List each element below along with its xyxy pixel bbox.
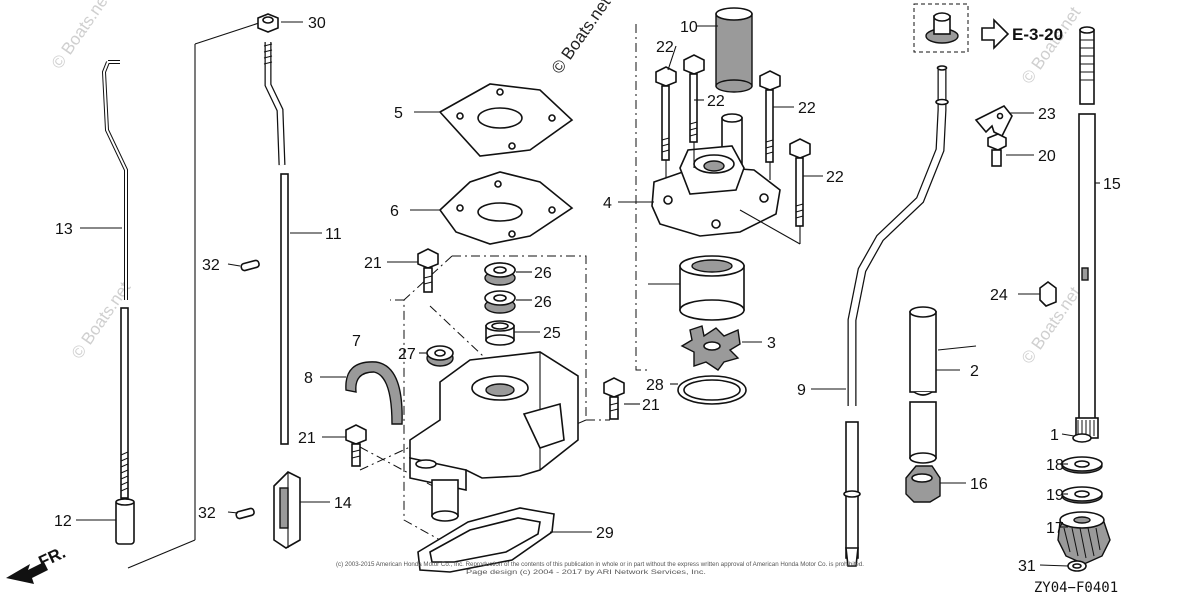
figure-code: ZY04−F0401 <box>1034 580 1118 596</box>
washer <box>1061 456 1103 474</box>
callout-1: 1 <box>1050 427 1059 444</box>
impeller-housing <box>651 145 781 237</box>
callout-13: 13 <box>55 221 73 238</box>
callout-30: 30 <box>308 15 326 32</box>
callout-18: 18 <box>1046 457 1064 474</box>
washer <box>1061 486 1103 504</box>
water-tube <box>715 7 753 93</box>
callout-22: 22 <box>798 100 816 117</box>
callout-12: 12 <box>54 513 72 530</box>
impeller-liner <box>679 255 745 321</box>
callout-26: 26 <box>534 294 552 311</box>
callout-8: 8 <box>304 370 313 387</box>
pump-outline <box>635 24 650 371</box>
watermark: © Boats.net <box>548 0 615 77</box>
bracket-bolt <box>987 133 1007 167</box>
shift-rod <box>101 60 129 499</box>
front-direction-marker: FR. <box>6 543 69 584</box>
callout-11: 11 <box>325 226 342 243</box>
callout-17: 17 <box>1046 520 1064 537</box>
pinion-nut <box>1067 560 1087 572</box>
callout-4: 4 <box>603 195 612 212</box>
callout-22: 22 <box>707 93 725 110</box>
callout-25: 25 <box>543 325 561 342</box>
callout-21: 21 <box>298 430 316 447</box>
shaft-bracket <box>974 104 1013 138</box>
shaft-clip <box>1039 281 1057 307</box>
bearing <box>484 290 516 314</box>
pump-bolt <box>759 70 781 163</box>
pump-case <box>409 351 579 522</box>
callout-labels: 30 10 13 11 5 6 32 21 26 26 25 27 7 8 21… <box>54 15 1121 575</box>
callout-15: 15 <box>1103 176 1121 193</box>
callout-32: 32 <box>202 257 220 274</box>
oil-seal <box>426 345 454 367</box>
water-tube-lower <box>909 306 937 464</box>
callout-16: 16 <box>970 476 988 493</box>
callout-22: 22 <box>826 169 844 186</box>
left-assembly-outline <box>127 21 263 569</box>
upper-shift-rod <box>263 42 289 445</box>
page-design-notice: Page design (c) 2004 - 2017 by ARI Netwo… <box>466 570 706 576</box>
reference-page-label: E-3-20 <box>1012 25 1063 44</box>
callout-24: 24 <box>990 287 1008 304</box>
callout-26: 26 <box>534 265 552 282</box>
callout-20: 20 <box>1038 148 1056 165</box>
pump-bolt <box>789 138 811 227</box>
callout-5: 5 <box>394 105 403 122</box>
impeller <box>680 325 741 371</box>
vertical-shaft <box>1075 26 1099 439</box>
pump-case-gasket <box>417 507 555 573</box>
o-ring <box>677 375 747 405</box>
bolt-guide-lines <box>665 142 801 245</box>
callout-2: 2 <box>970 363 979 380</box>
pump-bolt <box>655 66 677 161</box>
leader-lines <box>76 21 1100 567</box>
callout-21: 21 <box>642 397 660 414</box>
callout-21: 21 <box>364 255 382 272</box>
pump-gasket-plate <box>438 171 574 245</box>
reference-part-box <box>913 3 969 53</box>
callout-31: 31 <box>1018 558 1036 575</box>
watermark: © Boats.net <box>1018 3 1085 87</box>
pin <box>235 507 255 520</box>
callout-27: 27 <box>398 346 416 363</box>
bearing <box>484 262 516 286</box>
tube-seal <box>905 465 941 503</box>
watermark: © Boats.net <box>48 0 115 72</box>
callout-6: 6 <box>390 203 399 220</box>
rod-thread <box>263 43 273 65</box>
pump-bolt <box>683 54 705 143</box>
arrow-right-icon <box>981 18 1010 50</box>
callout-32: 32 <box>198 505 216 522</box>
rod-joint-sleeve <box>115 498 135 545</box>
flange-bolt <box>603 377 625 420</box>
callout-28: 28 <box>646 377 664 394</box>
callout-7: 7 <box>352 333 361 350</box>
circlip <box>1072 433 1092 443</box>
pump-plate-upper <box>438 83 574 157</box>
shift-shaft <box>843 65 949 567</box>
callout-22: 22 <box>656 39 674 56</box>
flange-bolt <box>345 424 367 467</box>
rod-thread <box>120 451 129 492</box>
callout-19: 19 <box>1046 487 1064 504</box>
lock-nut <box>257 13 279 33</box>
rod-connector <box>273 471 301 549</box>
bushing <box>485 320 515 346</box>
flange-bolt <box>417 248 439 293</box>
pin <box>240 259 260 272</box>
callout-9: 9 <box>797 382 806 399</box>
pinion-gear <box>1057 511 1111 565</box>
callout-23: 23 <box>1038 106 1056 123</box>
grommet <box>345 361 403 425</box>
callout-3: 3 <box>767 335 776 352</box>
footer: (c) 2003-2015 American Honda Motor Co., … <box>336 562 1118 596</box>
callout-14: 14 <box>334 495 352 512</box>
copyright-notice: (c) 2003-2015 American Honda Motor Co., … <box>336 562 864 568</box>
callout-10: 10 <box>680 19 698 36</box>
callout-29: 29 <box>596 525 614 542</box>
